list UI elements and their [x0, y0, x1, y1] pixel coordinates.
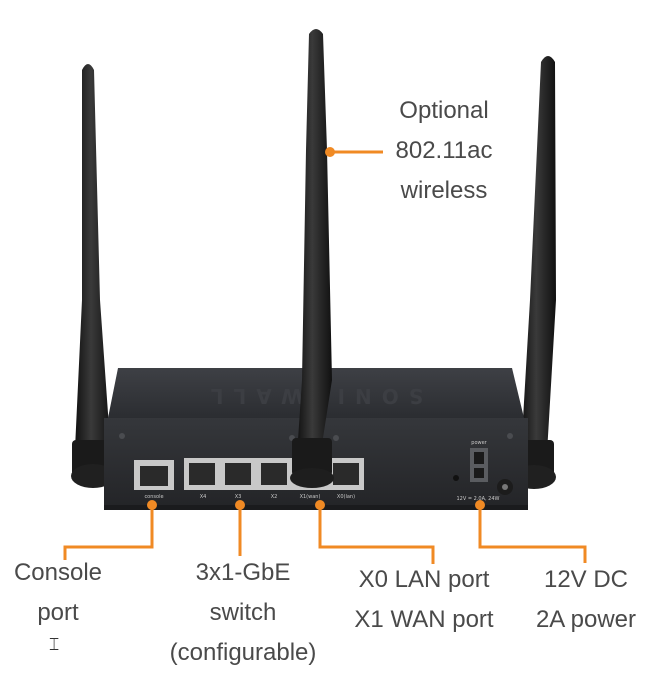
callout-switch-line-3: (configurable) [169, 639, 317, 666]
text-cursor-icon: ⌶ [49, 635, 60, 654]
callout-switch: 3x1-GbE switch (configurable) [148, 553, 338, 673]
callout-dots [147, 147, 485, 510]
power-rating-label: 12V = 2.0A, 24W [456, 496, 499, 502]
power-label: power [471, 440, 487, 446]
callout-lan-wan-line-2: X1 WAN port [354, 606, 494, 633]
callout-switch-line-1: 3x1-GbE [195, 559, 291, 586]
screw-icon [507, 433, 513, 439]
callout-dot [147, 500, 157, 510]
ethernet-port-x4[interactable] [184, 458, 220, 490]
ethernet-port-x3[interactable] [220, 458, 256, 490]
screw-icon [333, 435, 339, 441]
callout-lan-wan: X0 LAN port X1 WAN port [338, 560, 510, 640]
screw-icon [119, 433, 125, 439]
callout-line-power [478, 505, 587, 563]
console-port-label: console [144, 494, 163, 500]
callout-dot [315, 500, 325, 510]
center-antenna [290, 29, 334, 488]
callout-console: Console port [2, 553, 114, 633]
callout-dot [475, 500, 485, 510]
port-label-x0: X0(lan) [337, 494, 355, 500]
callout-lines [63, 150, 587, 564]
callout-dot [235, 500, 245, 510]
callout-console-line-2: port [37, 599, 79, 626]
reset-hole-icon [453, 475, 459, 481]
power-switch[interactable] [470, 448, 488, 482]
port-label-x4: X4 [200, 494, 207, 500]
callout-switch-line-2: switch [209, 599, 277, 626]
port-label-x1: X1(wan) [300, 494, 321, 500]
callout-wireless-line-1: Optional [399, 97, 489, 124]
port-label-x2: X2 [271, 494, 278, 500]
callout-lan-wan-line-1: X0 LAN port [358, 566, 490, 593]
callout-console-line-1: Console [13, 559, 103, 586]
callout-line-lanwan [318, 505, 435, 564]
power-jack[interactable] [497, 479, 513, 495]
callout-power-line-2: 2A power [535, 606, 637, 633]
callout-power: 12V DC 2A power [520, 560, 652, 640]
callout-wireless: Optional 802.11ac wireless [383, 91, 505, 211]
ethernet-port-x0-lan[interactable] [328, 458, 364, 490]
port-label-x3: X3 [235, 494, 242, 500]
callout-wireless-line-2: 802.11ac [395, 137, 493, 164]
console-port[interactable] [134, 460, 174, 490]
callout-power-line-1: 12V DC [543, 566, 629, 593]
ethernet-port-x2[interactable] [256, 458, 292, 490]
callout-wireless-line-3: wireless [400, 177, 488, 204]
callout-line-console [63, 505, 154, 560]
callout-dot [325, 147, 335, 157]
